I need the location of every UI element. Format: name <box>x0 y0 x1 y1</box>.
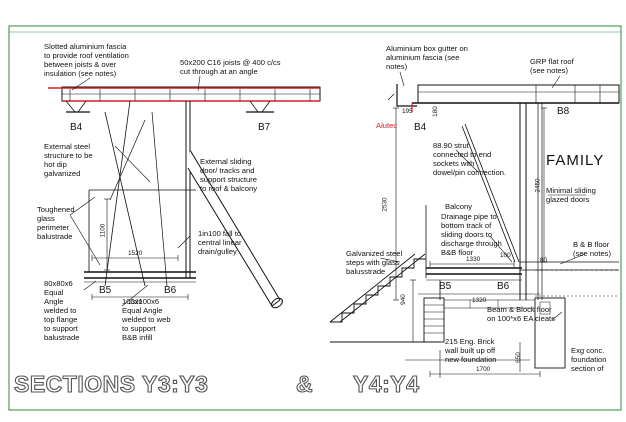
beam-label-b6-right: B6 <box>497 281 510 292</box>
beam-label-b4-right: B4 <box>414 122 427 133</box>
dim-195: 195 <box>402 108 413 115</box>
toughened-glass-note: Toughened glass perimeter balustrade <box>37 205 75 241</box>
dim-650: 650 <box>514 352 522 363</box>
joists-note: 50x200 C16 joists @ 400 c/cs cut through… <box>180 58 281 76</box>
right-leader-lines <box>379 71 586 321</box>
right-foundation <box>405 297 566 378</box>
strut-note: 88.90 strut connected to end sockets wit… <box>433 141 507 177</box>
gutter-note: Aluminium box gutter on aluminium fascia… <box>386 44 468 71</box>
minimal-sliding-note: Minimal sliding glazed doors <box>546 186 596 204</box>
family-room-label: FAMILY <box>546 152 605 169</box>
dim-1520: 1520 <box>128 250 143 257</box>
right-house-wall <box>519 103 619 300</box>
dim-1100: 1100 <box>99 223 107 238</box>
sliding-door-note: External sliding door/ tracks and suppor… <box>200 157 257 193</box>
galvanized-steps-note: Galvanized steel steps with glass baluss… <box>346 249 403 276</box>
slotted-fascia-note: Slotted aluminium fascia to provide roof… <box>44 42 129 78</box>
brick-note: 215 Eng. Brick wall built up off new fou… <box>445 337 497 364</box>
dim-1320-right: 1320 <box>472 297 487 304</box>
dim-1320-left: 1320 <box>128 299 143 306</box>
foundation-note: Exg conc. foundation section of <box>571 346 607 373</box>
left-roof-deck <box>48 86 321 113</box>
right-dimension-lines <box>393 107 547 377</box>
dim-2450: 2450 <box>534 178 542 193</box>
alutec-label: Alutec <box>376 121 398 130</box>
beam-block-note: Beam & Block floor on 100*x6 EA cleats <box>487 305 555 323</box>
left-steel-frame <box>84 100 283 309</box>
beam-label-b6-left: B6 <box>164 285 177 296</box>
section-title-ampersand: & <box>295 370 314 397</box>
dim-1330: 1330 <box>466 256 481 263</box>
drainage-note: Drainage pipe to bottom track of sliding… <box>441 212 502 257</box>
grp-note: GRP flat roof (see notes) <box>530 57 574 75</box>
dim-2530: 2530 <box>381 197 389 212</box>
angle-100-note: 100x100x6 Equal Angle welded to web to s… <box>122 297 171 342</box>
left-dimension-lines <box>91 198 189 300</box>
right-steps <box>329 253 440 343</box>
beam-label-b5-left: B5 <box>99 285 112 296</box>
right-roof-deck <box>387 84 620 112</box>
dim-940: 940 <box>399 294 407 305</box>
beam-label-b7: B7 <box>258 122 271 133</box>
beam-label-b5-right: B5 <box>439 281 452 292</box>
left-leader-lines <box>69 75 201 307</box>
beam-label-b4-left: B4 <box>70 122 83 133</box>
beam-label-b8: B8 <box>557 106 570 117</box>
section-title-right: Y4:Y4 <box>352 370 420 397</box>
dim-80: 80 <box>540 257 548 264</box>
section-title-left: SECTIONS Y3:Y3 <box>13 370 209 397</box>
dim-180: 180 <box>431 106 439 117</box>
sheet-frame <box>8 25 622 411</box>
dim-1700: 1700 <box>476 366 491 373</box>
balcony-label: Balcony <box>445 202 473 211</box>
dim-100: 100 <box>500 252 511 259</box>
right-balcony-frame <box>425 123 522 300</box>
external-steel-note: External steel structure to be hot dip g… <box>44 142 93 178</box>
bb-floor-note: B & B floor (see notes) <box>573 240 611 258</box>
angle-80-note: 80x80x6 Equal Angle welded to top flange… <box>44 279 80 342</box>
fall-note: 1in100 fall to central linear drain/gull… <box>198 229 242 256</box>
